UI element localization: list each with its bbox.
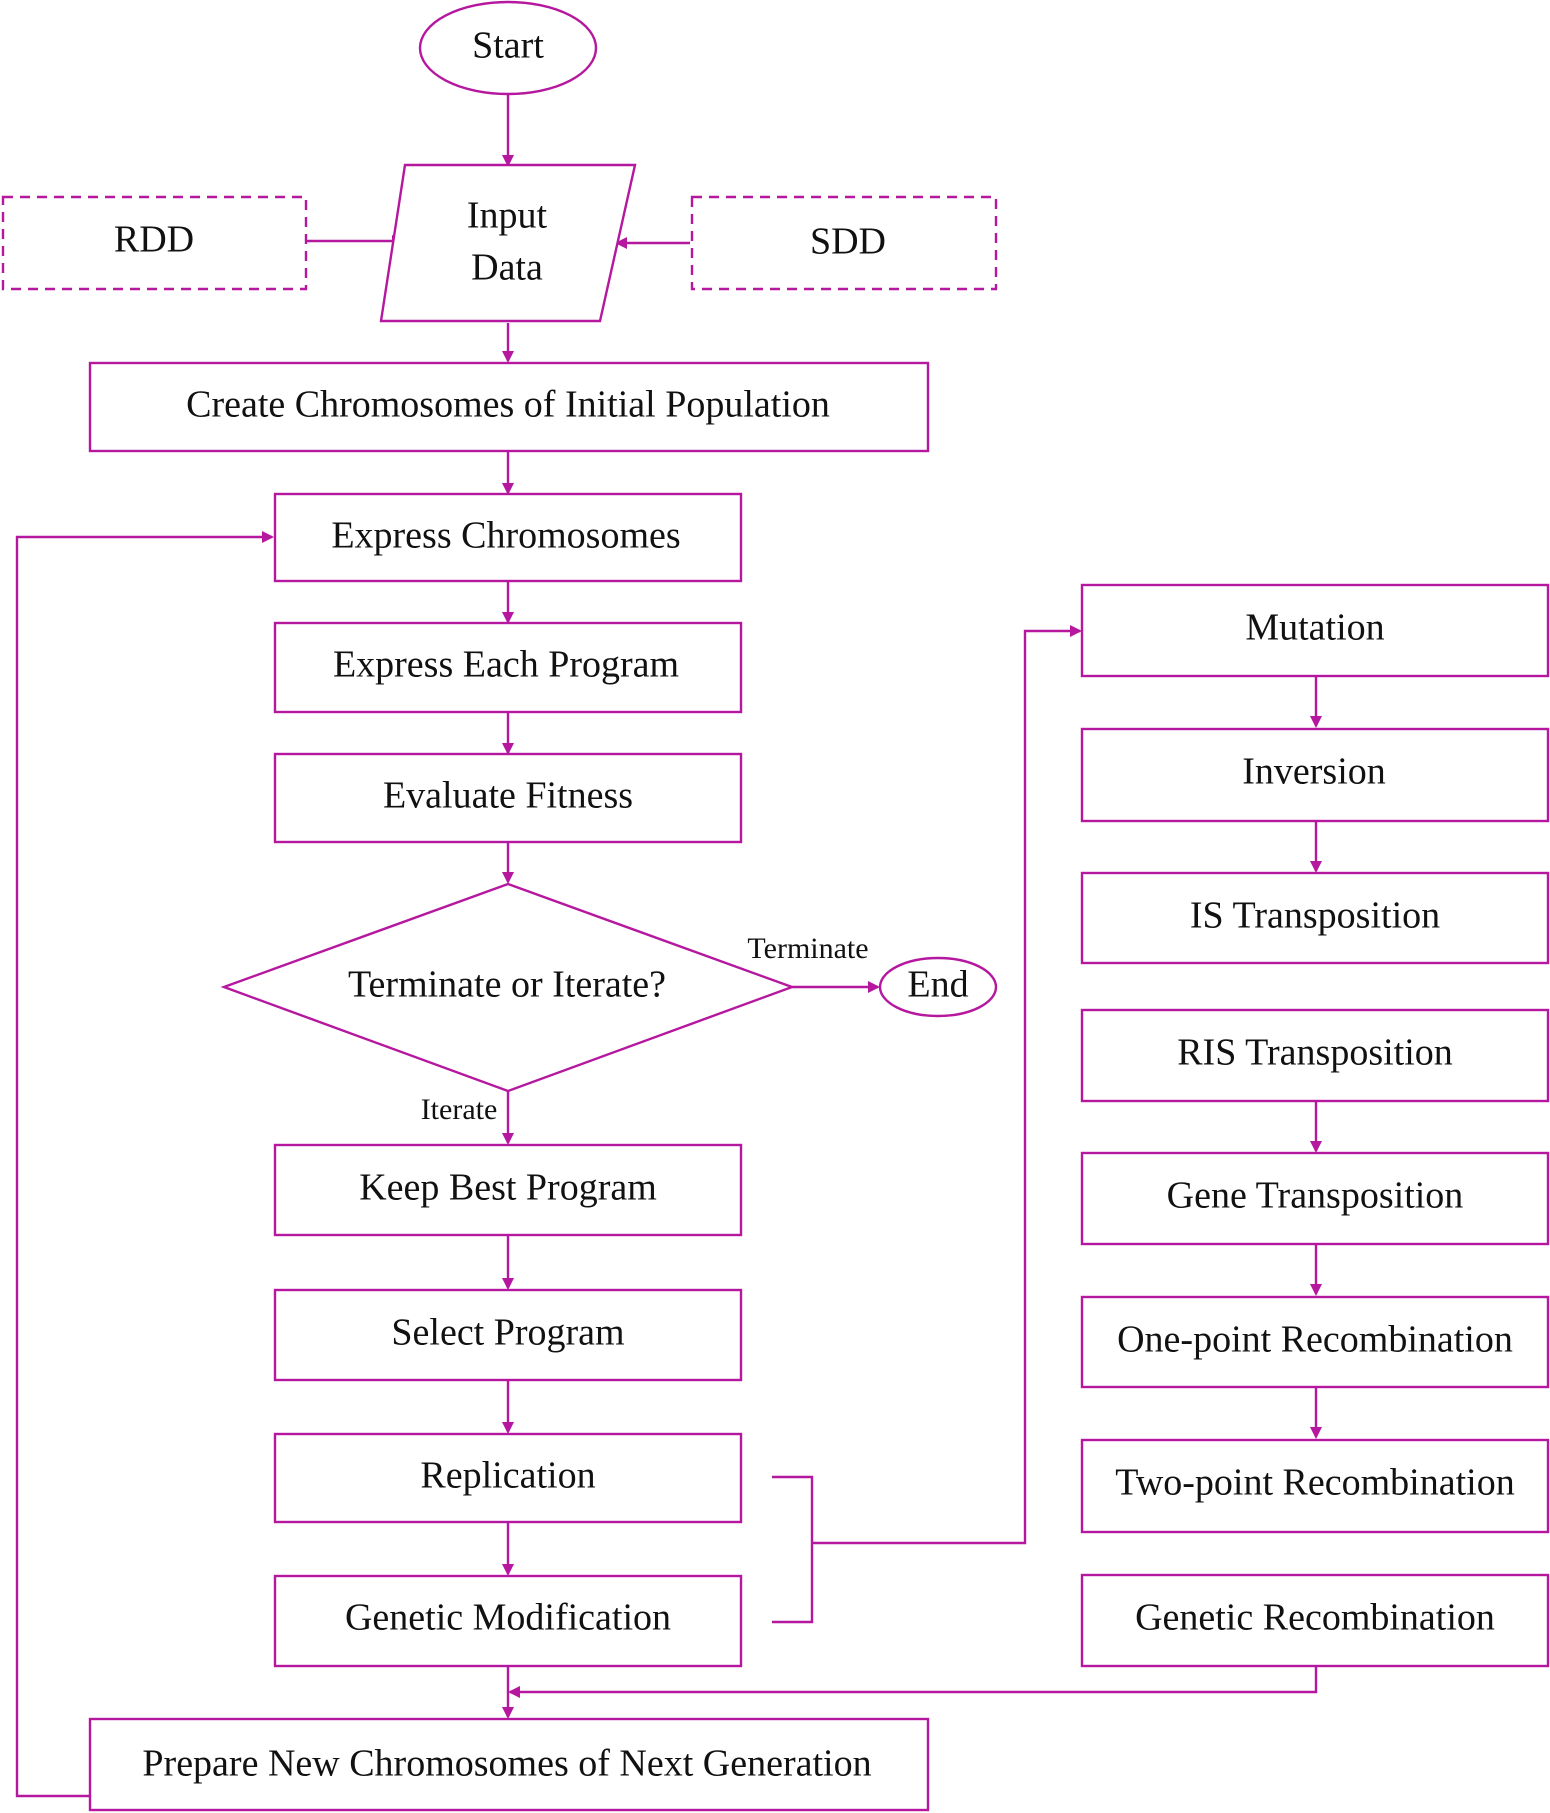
one-point-recombination-box xyxy=(1080,1295,1550,1389)
mutation-label: Mutation xyxy=(1245,607,1384,649)
gene-transposition-label: Gene Transposition xyxy=(1167,1175,1464,1217)
replication-label: Replication xyxy=(420,1455,595,1497)
is-transposition-box xyxy=(1080,871,1550,965)
input-data-label-line1: Input xyxy=(467,195,548,237)
connectors xyxy=(15,95,1322,1798)
end-label: End xyxy=(907,964,968,1006)
two-point-recombination-label: Two-point Recombination xyxy=(1115,1462,1514,1504)
prepare-new-chromosomes-box xyxy=(88,1717,930,1812)
evaluate-fitness-label: Evaluate Fitness xyxy=(383,775,633,817)
labels: Start Input Data RDD SDD Create Chromoso… xyxy=(114,25,1515,1785)
create-chromosomes-label: Create Chromosomes of Initial Population xyxy=(186,384,830,426)
ris-transposition-label: RIS Transposition xyxy=(1177,1032,1453,1074)
ris-transposition-box xyxy=(1080,1008,1550,1103)
keep-best-program-label: Keep Best Program xyxy=(359,1167,657,1209)
express-chromosomes-box xyxy=(273,492,743,583)
mutation-box xyxy=(1080,583,1550,678)
is-transposition-label: IS Transposition xyxy=(1190,895,1440,937)
start-label: Start xyxy=(472,25,544,67)
inversion-label: Inversion xyxy=(1242,751,1386,793)
express-each-program-box xyxy=(273,621,743,714)
one-point-recombination-label: One-point Recombination xyxy=(1117,1319,1513,1361)
genetic-modification-label: Genetic Modification xyxy=(345,1597,671,1639)
input-data-parallelogram xyxy=(379,163,637,323)
input-data-label-line2: Data xyxy=(471,247,543,289)
genetic-recombination-label: Genetic Recombination xyxy=(1135,1597,1495,1639)
arrow-recombination-to-merge xyxy=(508,1666,1318,1698)
edge-label-terminate: Terminate xyxy=(747,932,868,965)
evaluate-fitness-box xyxy=(273,752,743,844)
gene-transposition-box xyxy=(1080,1151,1550,1246)
select-program-box xyxy=(273,1288,743,1382)
start-terminator xyxy=(418,0,598,96)
prepare-new-chromosomes-label: Prepare New Chromosomes of Next Generati… xyxy=(142,1743,871,1785)
inversion-box xyxy=(1080,727,1550,823)
genetic-recombination-box xyxy=(1080,1573,1550,1668)
decision-label: Terminate or Iterate? xyxy=(348,964,666,1006)
sdd-label: SDD xyxy=(810,221,886,263)
edge-label-iterate: Iterate xyxy=(421,1093,498,1126)
express-chromosomes-label: Express Chromosomes xyxy=(331,515,680,557)
replication-box xyxy=(273,1432,743,1524)
decision-diamond xyxy=(220,882,796,1093)
genetic-modification-box xyxy=(273,1574,743,1668)
create-chromosomes-box xyxy=(88,361,930,453)
bracket-replication-modification xyxy=(772,1475,814,1624)
rdd-label: RDD xyxy=(114,219,194,261)
end-terminator xyxy=(878,956,998,1018)
loop-prepare-to-express xyxy=(15,531,274,1798)
express-each-program-label: Express Each Program xyxy=(333,644,679,686)
keep-best-program-box xyxy=(273,1143,743,1237)
sdd-box xyxy=(690,195,998,291)
select-program-label: Select Program xyxy=(391,1312,624,1354)
rdd-box xyxy=(1,195,308,291)
arrow-bracket-to-mutation xyxy=(812,625,1082,1545)
two-point-recombination-box xyxy=(1080,1438,1550,1534)
